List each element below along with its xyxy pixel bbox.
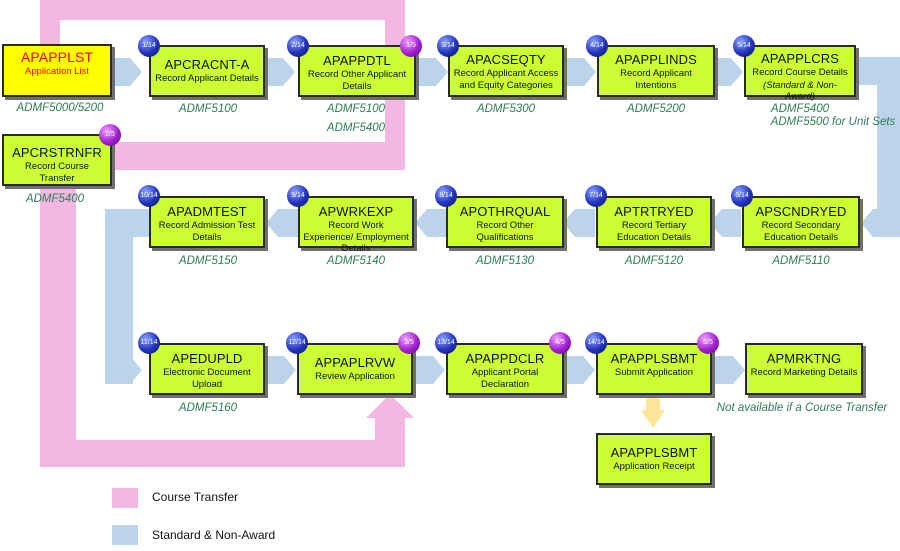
box-code: APAPPLINDS <box>615 52 697 67</box>
course-transfer-path <box>40 0 414 467</box>
step-badge-icon: 13/14 <box>435 332 457 354</box>
step-badge-icon: 6/14 <box>731 185 753 207</box>
box-desc: Record Tertiary Education Details <box>617 220 691 243</box>
box-desc: Record Other Qualifications <box>476 220 534 243</box>
box-apappdclr[interactable]: APAPPDCLR Applicant Portal Declaration <box>446 343 564 395</box>
box-form-2: ADMF5400 <box>326 122 386 134</box>
transfer-form: ADMF5400 <box>25 193 85 205</box>
box-apappdtl[interactable]: APAPPDTL Record Other Applicant Details <box>298 45 416 97</box>
box-code: APSCNDRYED <box>755 204 847 219</box>
legend-label-standard: Standard & Non-Award <box>152 528 276 542</box>
step-badge-icon: 10/14 <box>138 185 160 207</box>
step-badge-icon: 8/14 <box>435 185 457 207</box>
box-apapplcrs[interactable]: APAPPLCRS Record Course Details (Standar… <box>744 45 856 102</box>
box-form: ADMF5130 <box>475 255 535 267</box>
transfer-code: APCRSTRNFR <box>12 145 102 160</box>
transfer-badge-icon: 3/5 <box>398 332 420 354</box>
box-apacseqty[interactable]: APACSEQTY Record Applicant Access and Eq… <box>448 45 564 97</box>
box-apapplinds[interactable]: APAPPLINDS Record Applicant Intentions <box>597 45 715 97</box>
box-code: APADMTEST <box>167 204 247 219</box>
box-code: APAPPDCLR <box>465 351 545 366</box>
step-badge-icon: 4/14 <box>586 35 608 57</box>
box-desc: Electronic Document Upload <box>163 367 251 390</box>
box-form: ADMF5120 <box>624 255 684 267</box>
box-desc: Record Applicant Intentions <box>620 68 692 91</box>
step-badge-icon: 9/14 <box>287 185 309 207</box>
box-desc-2: (Standard & Non-Award) <box>763 79 837 103</box>
step-badge-icon: 3/14 <box>437 35 459 57</box>
box-form: ADMF5400 <box>770 103 830 115</box>
step-badge-icon: 2/14 <box>287 35 309 57</box>
box-desc: Record Applicant Access and Equity Categ… <box>453 68 559 91</box>
box-code: APAPPLCRS <box>761 51 839 66</box>
box-apadmtest[interactable]: APADMTEST Record Admission Test Details <box>149 196 265 248</box>
box-apscndryed[interactable]: APSCNDRYED Record Secondary Education De… <box>742 196 860 248</box>
box-code: APAPPLSBMT <box>610 445 698 460</box>
start-form: ADMF5000/5200 <box>16 102 104 114</box>
box-form: ADMF5100 <box>326 103 386 115</box>
box-code: APMRKTNG <box>766 351 842 366</box>
box-code: APPAPLRVW <box>314 355 396 370</box>
box-desc: Record Work Experience/ Employment Detai… <box>303 220 409 254</box>
legend-swatch-standard <box>112 525 138 545</box>
box-code: APAPPDTL <box>323 53 391 68</box>
box-form: ADMF5140 <box>326 255 386 267</box>
box-code: APWRKEXP <box>318 204 394 219</box>
step-badge-icon: 7/14 <box>585 185 607 207</box>
box-apwrkexp[interactable]: APWRKEXP Record Work Experience/ Employm… <box>298 196 414 254</box>
box-apedupld[interactable]: APEDUPLD Electronic Document Upload <box>149 343 265 395</box>
box-receipt[interactable]: APAPPLSBMT Application Receipt <box>596 433 712 485</box>
box-code: APCRACNT-A <box>164 57 250 72</box>
box-desc: Applicant Portal Declaration <box>471 367 539 390</box>
start-code: APAPPLST <box>20 49 94 65</box>
box-appaplrvw[interactable]: APPAPLRVW Review Application <box>297 343 413 395</box>
box-desc: Record Marketing Details <box>750 367 858 378</box>
transfer-badge-icon: 5/5 <box>697 332 719 354</box>
box-form: Not available if a Course Transfer <box>716 402 888 414</box>
box-code: APTRTRYED <box>614 204 694 219</box>
box-apothrqual[interactable]: APOTHRQUAL Record Other Qualifications <box>446 196 564 248</box>
box-desc: Record Secondary Education Details <box>761 220 841 243</box>
box-desc: Record Course Details <box>752 67 848 78</box>
box-form: ADMF5110 <box>772 255 830 267</box>
box-code: APOTHRQUAL <box>459 204 551 219</box>
box-desc: Application Receipt <box>613 461 695 472</box>
transfer-box-apcrstrnfr[interactable]: APCRSTRNFR Record Course Transfer <box>2 134 112 186</box>
step-badge-icon: 11/14 <box>138 332 160 354</box>
transfer-desc: Record Course Transfer <box>25 161 89 184</box>
box-form: ADMF5160 <box>178 402 238 414</box>
box-code: APAPPLSBMT <box>610 351 698 366</box>
box-code: APEDUPLD <box>171 351 243 366</box>
step-badge-icon: 1/14 <box>138 35 160 57</box>
box-aptrtryed[interactable]: APTRTRYED Record Tertiary Education Deta… <box>596 196 712 248</box>
box-form: ADMF5300 <box>476 103 536 115</box>
standard-path <box>105 57 900 384</box>
legend-label-course-transfer: Course Transfer <box>152 490 239 504</box>
step-badge-icon: 5/14 <box>733 35 755 57</box>
box-apcracnt[interactable]: APCRACNT-A Record Applicant Details <box>149 45 265 97</box>
box-desc: Review Application <box>315 371 395 382</box>
box-code: APACSEQTY <box>466 52 546 67</box>
box-form: ADMF5100 <box>178 103 238 115</box>
box-desc: Record Other Applicant Details <box>307 69 407 92</box>
legend-swatch-course-transfer <box>112 488 138 508</box>
step-badge-icon: 14/14 <box>585 332 607 354</box>
step-badge-icon: 2/5 <box>99 124 121 146</box>
transfer-badge-icon: 1/5 <box>400 35 422 57</box>
box-form-2: ADMF5500 for Unit Sets <box>770 116 896 128</box>
start-box-applst[interactable]: APAPPLST Application List <box>2 44 112 97</box>
box-desc: Submit Application <box>614 367 694 378</box>
start-desc: Application List <box>25 66 89 77</box>
box-apapplsbmt[interactable]: APAPPLSBMT Submit Application <box>596 343 712 395</box>
step-badge-icon: 12/14 <box>286 332 308 354</box>
box-form: ADMF5150 <box>178 255 238 267</box>
box-desc: Record Applicant Details <box>155 73 259 84</box>
receipt-arrow <box>641 396 665 428</box>
box-form: ADMF5200 <box>626 103 686 115</box>
box-desc: Record Admission Test Details <box>158 220 256 243</box>
transfer-badge-icon: 4/5 <box>549 332 571 354</box>
box-apmrktng[interactable]: APMRKTNG Record Marketing Details <box>745 343 863 395</box>
